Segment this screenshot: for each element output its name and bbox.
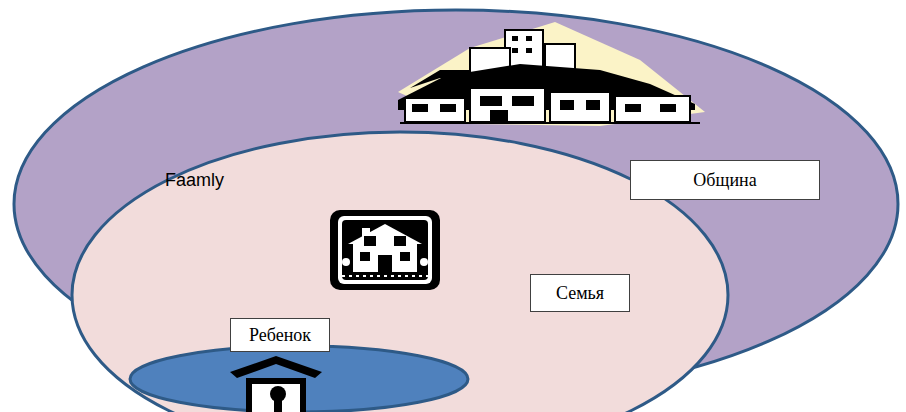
- house-icon: [330, 210, 440, 290]
- city-illustration: [398, 22, 705, 126]
- node-label: Семья: [556, 283, 604, 304]
- free-label: Faamly: [165, 170, 224, 191]
- child-ellipse: Ребенок: [128, 344, 470, 412]
- label-box: Ребенок: [230, 318, 330, 352]
- label-box: Семья: [530, 274, 630, 312]
- node-label: Община: [693, 170, 756, 191]
- child-icon: [230, 356, 322, 412]
- community-ellipse: ОбщинаСемьяРебенок: [12, 8, 900, 400]
- ellipse-outline: [128, 344, 470, 412]
- label-box: Община: [630, 160, 820, 200]
- node-label: Ребенок: [249, 325, 311, 346]
